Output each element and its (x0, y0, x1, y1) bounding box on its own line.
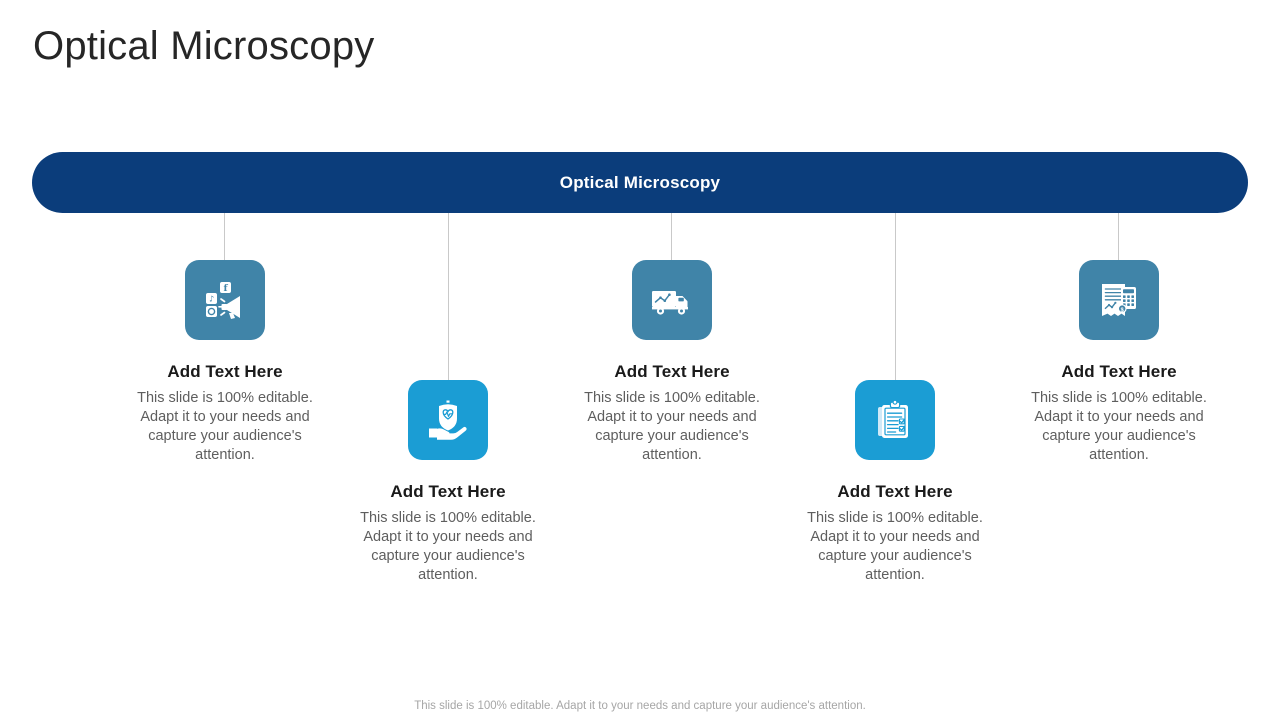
connector-line-4 (895, 213, 896, 380)
node-4-title: Add Text Here (837, 482, 953, 501)
delivery-truck-chart-icon (649, 277, 695, 323)
banner-label: Optical Microscopy (559, 172, 721, 192)
node-4-icon-box[interactable] (855, 380, 935, 460)
node-5-body: This slide is 100% editable. Adapt it to… (1031, 390, 1207, 463)
node-1-body: This slide is 100% editable. Adapt it to… (137, 390, 313, 463)
svg-text:$: $ (1121, 307, 1125, 313)
node-5[interactable]: $ Add Text Here This slide is 100% edita… (1009, 260, 1229, 465)
node-4[interactable]: Add Text Here This slide is 100% editabl… (785, 380, 1005, 585)
node-1[interactable]: ♪ f Add Text Here This slide is 100% edi… (115, 260, 335, 465)
node-2-body: This slide is 100% editable. Adapt it to… (360, 510, 536, 583)
node-2-icon-box[interactable] (408, 380, 488, 460)
svg-text:f: f (223, 283, 228, 294)
node-5-title: Add Text Here (1061, 362, 1177, 381)
node-5-icon-box[interactable]: $ (1079, 260, 1159, 340)
connector-line-3 (671, 213, 672, 260)
node-4-body: This slide is 100% editable. Adapt it to… (807, 510, 983, 583)
node-3-title: Add Text Here (614, 362, 730, 381)
node-1-title: Add Text Here (167, 362, 283, 381)
connector-line-1 (224, 213, 225, 260)
section-banner: Optical Microscopy (32, 152, 1248, 213)
node-1-icon-box[interactable]: ♪ f (185, 260, 265, 340)
social-media-megaphone-icon: ♪ f (202, 277, 248, 323)
hand-holding-health-shield-icon (425, 397, 471, 443)
connector-line-2 (448, 213, 449, 380)
svg-text:♪: ♪ (209, 295, 214, 304)
slide-footer-note: This slide is 100% editable. Adapt it to… (414, 700, 866, 712)
clipboard-checklist-icon (872, 397, 918, 443)
node-3-icon-box[interactable] (632, 260, 712, 340)
node-2[interactable]: Add Text Here This slide is 100% editabl… (338, 380, 558, 585)
page-title: Optical Microscopy (33, 24, 375, 68)
invoice-calculator-icon: $ (1096, 277, 1142, 323)
node-3-body: This slide is 100% editable. Adapt it to… (584, 390, 760, 463)
node-3[interactable]: Add Text Here This slide is 100% editabl… (562, 260, 782, 465)
connector-line-5 (1118, 213, 1119, 260)
node-2-title: Add Text Here (390, 482, 506, 501)
